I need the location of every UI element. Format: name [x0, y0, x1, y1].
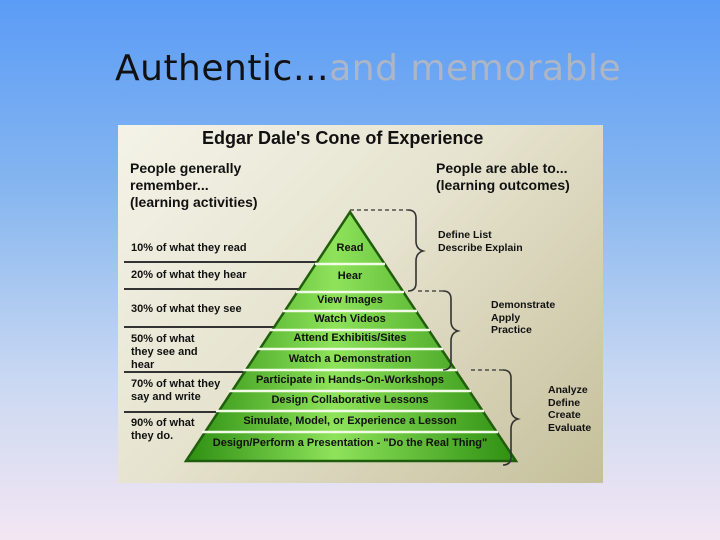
layer-simulate-model: Simulate, Model, or Experience a Lesson: [243, 415, 457, 427]
left-label-say-write: 70% of what they say and write: [131, 378, 221, 404]
layer-collaborative-lessons: Design Collaborative Lessons: [271, 394, 429, 406]
layer-read: Read: [336, 242, 364, 254]
left-label-see: 30% of what they see: [131, 303, 242, 315]
layer-watch-demonstration: Watch a Demonstration: [288, 353, 412, 365]
braces: [407, 209, 521, 466]
right-column-header: People are able to... (learning outcomes…: [436, 160, 570, 193]
left-label-do: 90% of what they do.: [131, 417, 195, 443]
brace-3: [502, 369, 521, 466]
slide-title-authentic: Authentic…: [115, 48, 330, 89]
pyramid-shape: [183, 209, 519, 463]
layer-hear: Hear: [337, 270, 363, 282]
brace-1: [407, 209, 426, 292]
cone-graphics: [124, 209, 521, 466]
left-column-header: People generally remember... (learning a…: [130, 160, 258, 210]
brace-2: [442, 290, 461, 371]
left-label-read: 10% of what they read: [131, 242, 247, 254]
slide-title: Authentic…and memorable: [115, 48, 621, 89]
outcomes-analyze: Analyze Define Create Evaluate: [548, 384, 592, 434]
left-label-see-hear: 50% of what they see and hear: [131, 333, 198, 372]
cone-of-experience-diagram: Edgar Dale's Cone of Experience People g…: [118, 125, 603, 483]
layer-do-the-real-thing: Design/Perform a Presentation - "Do the …: [212, 437, 488, 449]
slide-title-memorable: and memorable: [329, 48, 622, 89]
layer-attend-exhibits: Attend Exhibitis/Sites: [293, 332, 407, 344]
layer-separators: [202, 262, 498, 434]
diagram-title: Edgar Dale's Cone of Experience: [202, 128, 484, 148]
dashed-connectors: [350, 209, 503, 371]
outcomes-demonstrate: Demonstrate Apply Practice: [491, 299, 556, 337]
outcomes-define-list: Define List Describe Explain: [438, 229, 523, 254]
layer-watch-videos: Watch Videos: [314, 313, 386, 325]
left-label-hear: 20% of what they hear: [131, 269, 247, 281]
layer-view-images: View Images: [317, 294, 383, 306]
layer-hands-on-workshops: Participate in Hands-On-Workshops: [255, 374, 445, 386]
